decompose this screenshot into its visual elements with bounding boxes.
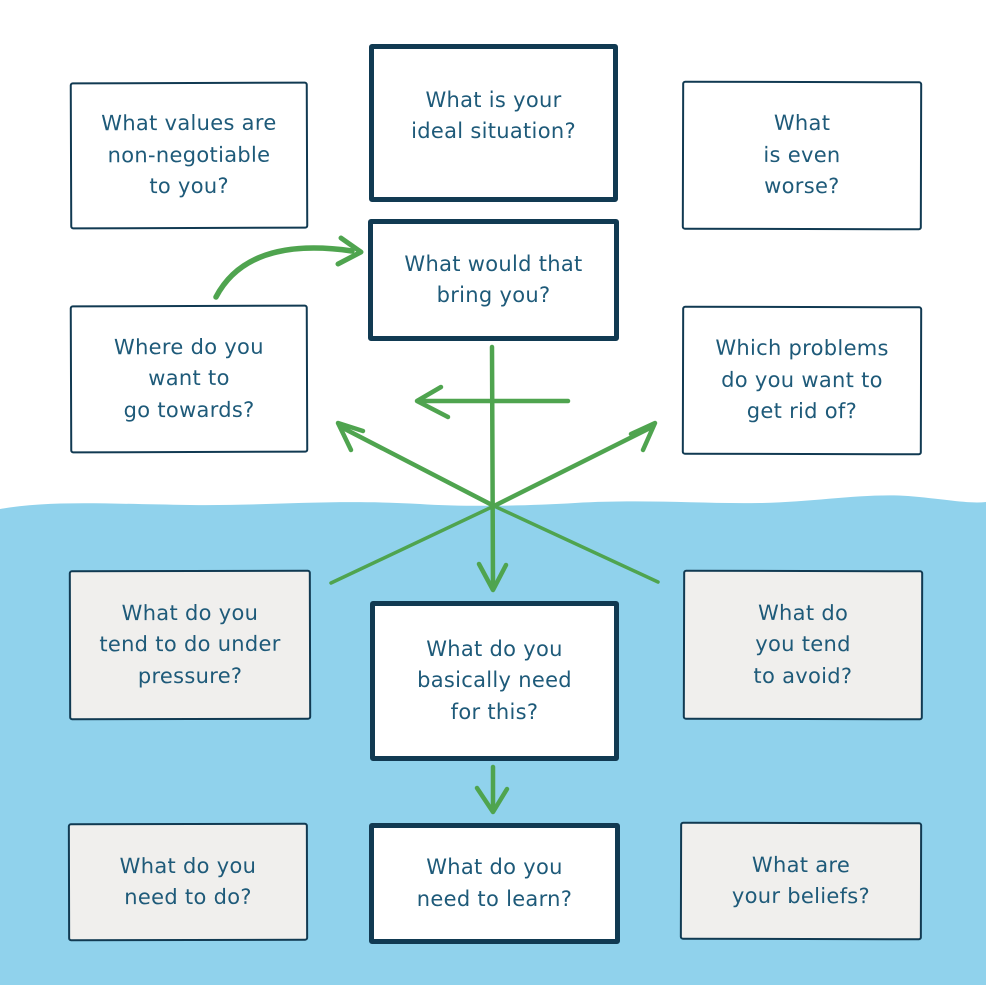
question-line: What do you	[426, 636, 563, 661]
question-line: do you want to	[721, 367, 883, 392]
question-line: What do you	[121, 600, 259, 625]
question-box-avoid: What do you tend to avoid?	[682, 569, 924, 721]
question-box-need: What do you basically need for this?	[370, 601, 619, 761]
question-line: bring you?	[436, 283, 551, 307]
line-hub-to-avoid	[492, 504, 660, 584]
question-box-todo: What do you need to do?	[67, 822, 309, 942]
question-line: non-negotiable	[107, 142, 271, 168]
line-hub-to-pressure	[329, 504, 496, 585]
question-line: is even	[763, 142, 841, 167]
question-line: What values are	[101, 110, 277, 136]
question-line: get rid of?	[746, 399, 858, 424]
question-line: your beliefs?	[731, 883, 871, 909]
question-line: go towards?	[123, 397, 255, 422]
question-box-bring: What would that bring you?	[368, 219, 619, 341]
arrow-left-horizontal	[414, 384, 571, 420]
question-box-towards: Where do you want to go towards?	[69, 304, 309, 454]
question-line: to you?	[149, 174, 229, 199]
question-line: What would that	[404, 251, 583, 276]
question-line: need to learn?	[416, 886, 573, 911]
question-line: Where do you	[113, 334, 264, 360]
question-line: to avoid?	[753, 663, 853, 688]
arrow-bring-to-need	[476, 344, 509, 593]
question-line: pressure?	[137, 663, 243, 688]
arrow-hub-to-towards	[335, 420, 497, 509]
question-box-values: What values are non-negotiable to you?	[69, 81, 309, 230]
question-line: What do you	[426, 855, 563, 879]
question-line: Which problems	[715, 336, 889, 361]
question-box-problems: Which problems do you want to get rid of…	[681, 305, 923, 456]
question-box-pressure: What do you tend to do under pressure?	[68, 569, 312, 721]
arrow-hub-to-problems	[491, 420, 658, 509]
question-line: What do	[757, 600, 849, 625]
question-line: What are	[751, 852, 851, 877]
question-line: What is your	[425, 87, 562, 112]
question-line: need to do?	[124, 884, 252, 910]
question-box-beliefs: What are your beliefs?	[679, 821, 923, 941]
arrow-need-to-learn	[474, 764, 510, 815]
question-line: for this?	[450, 699, 539, 724]
question-line: tend to do under	[99, 632, 281, 657]
question-line: What	[773, 111, 831, 136]
question-line: you tend	[755, 632, 851, 657]
question-box-worse: What is even worse?	[681, 80, 923, 231]
question-line: want to	[148, 366, 230, 391]
curved-arrow-towards-to-bring	[213, 235, 364, 300]
question-line: ideal situation?	[411, 119, 576, 143]
question-box-learn: What do you need to learn?	[369, 823, 620, 944]
question-line: worse?	[764, 174, 840, 199]
question-line: What do you	[119, 853, 257, 878]
question-line: basically need	[417, 668, 572, 693]
question-box-ideal: What is your ideal situation?	[369, 44, 618, 202]
